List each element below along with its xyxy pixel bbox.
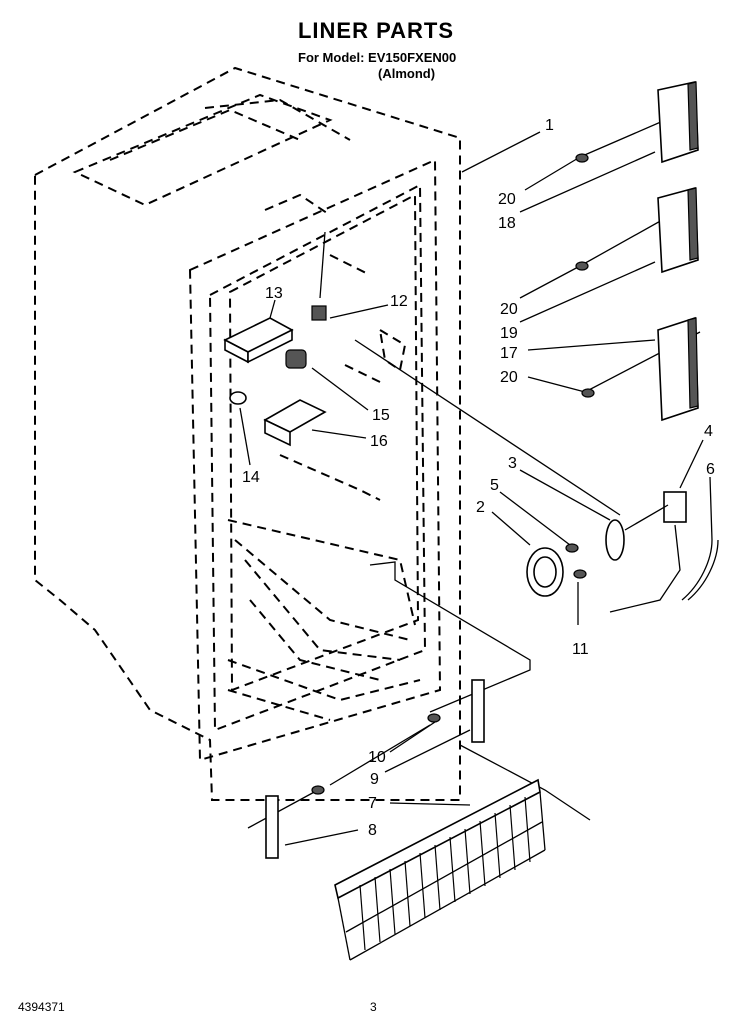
callout-14: 14 [242,469,260,486]
callout-2: 2 [476,499,485,516]
shelf-support-9 [471,679,485,743]
shelf-support-8 [265,795,279,859]
callout-17: 17 [500,345,518,362]
screw-10 [427,713,441,723]
trim-strip-18 [657,81,699,164]
page-title: LINER PARTS [297,18,455,43]
callout-20: 20 [500,369,518,386]
callout-15: 15 [372,407,390,424]
trim-strip-19 [657,186,699,274]
callout-19: 19 [500,325,518,342]
callout-9: 9 [370,771,379,788]
leader-lines [239,117,713,846]
callout-18: 18 [498,215,516,232]
callout-10: 10 [368,749,386,766]
callout-4: 4 [704,423,713,440]
socket-12 [311,305,327,321]
model-line: For Model: EV150FXEN00 [298,50,457,65]
socket-15 [285,349,307,369]
callout-6: 6 [706,461,715,478]
callout-13: 13 [265,285,283,302]
screw-20 [575,153,589,163]
light-shield-13 [223,317,294,364]
document-number: 4394371 [18,1000,65,1014]
thermostat-housing-3 [605,519,625,561]
callout-20: 20 [498,191,516,208]
callout-12: 12 [390,293,408,310]
trim-strip-17 [657,316,699,422]
screw-20 [581,388,595,398]
callout-20: 20 [500,301,518,318]
callout-11: 11 [572,641,589,658]
thermostat-4 [609,491,687,613]
callout-7: 7 [368,795,377,812]
callout-8: 8 [368,822,377,839]
control-knob-2 [526,547,564,597]
wire-shelf-7 [334,778,546,961]
bracket-16 [263,399,327,447]
callout-labels: 1 2 3 4 5 6 7 8 9 10 11 12 13 14 15 16 1… [242,117,715,839]
callout-1: 1 [545,117,554,134]
callout-5: 5 [490,477,499,494]
screw-10 [311,785,325,795]
screw-5 [565,543,579,553]
callout-3: 3 [508,455,517,472]
wire-harness-6 [681,539,719,601]
callout-16: 16 [370,433,388,450]
screw-11 [573,569,587,579]
screw-20 [575,261,589,271]
bulb-14 [229,391,247,405]
page-number: 3 [370,1000,377,1014]
cabinet-liner [34,66,461,801]
color-line: (Almond) [378,66,436,81]
